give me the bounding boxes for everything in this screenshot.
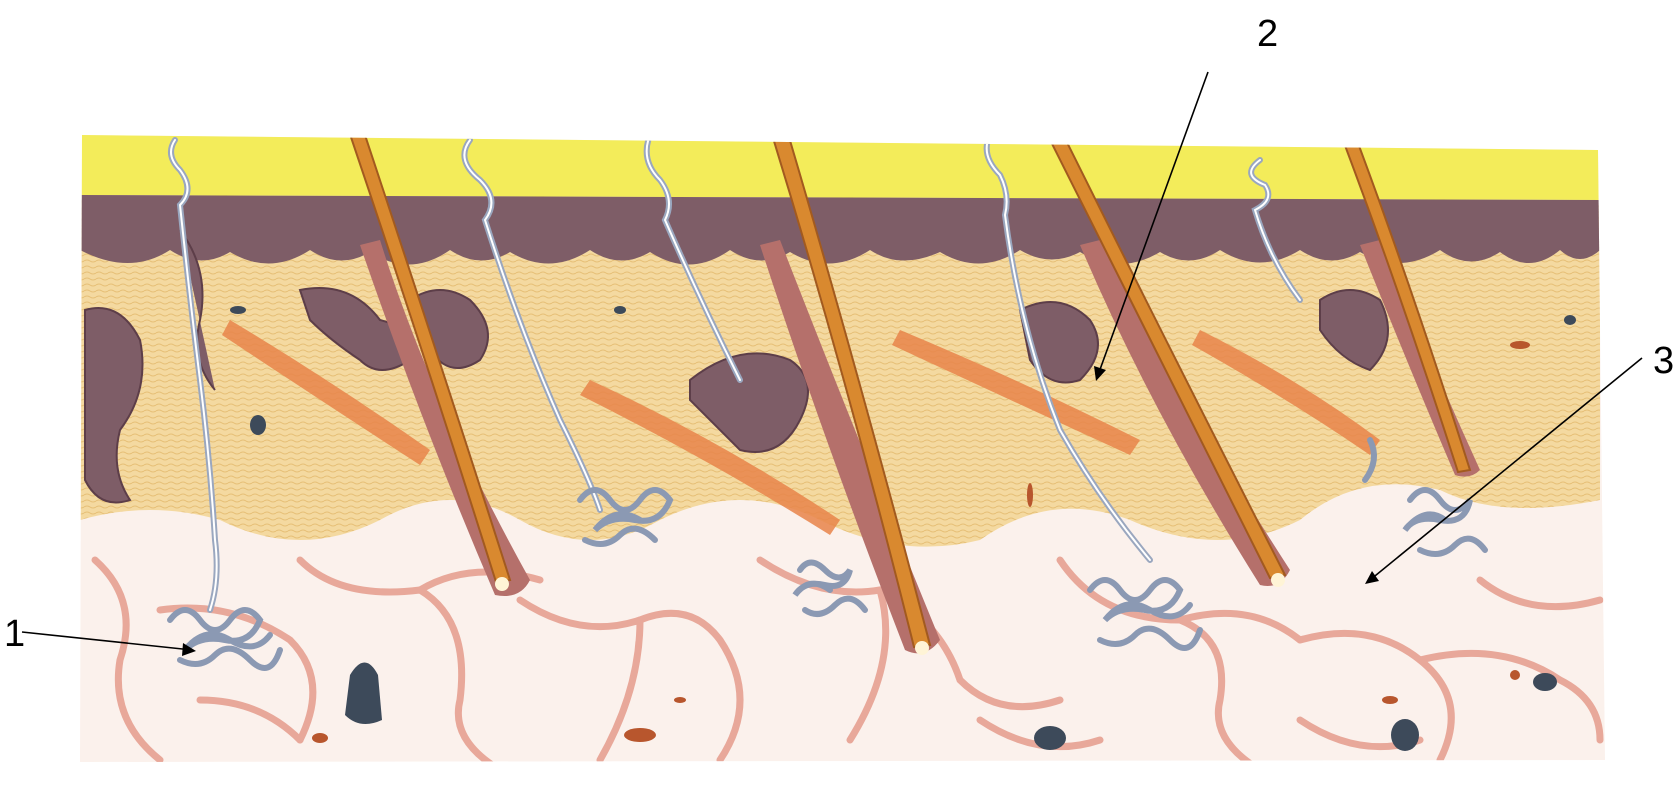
- callout-label-3: 3: [1653, 340, 1674, 382]
- tissue-block: [70, 80, 1620, 780]
- callout-label-2: 2: [1257, 13, 1278, 55]
- callout-label-1: 1: [4, 613, 25, 655]
